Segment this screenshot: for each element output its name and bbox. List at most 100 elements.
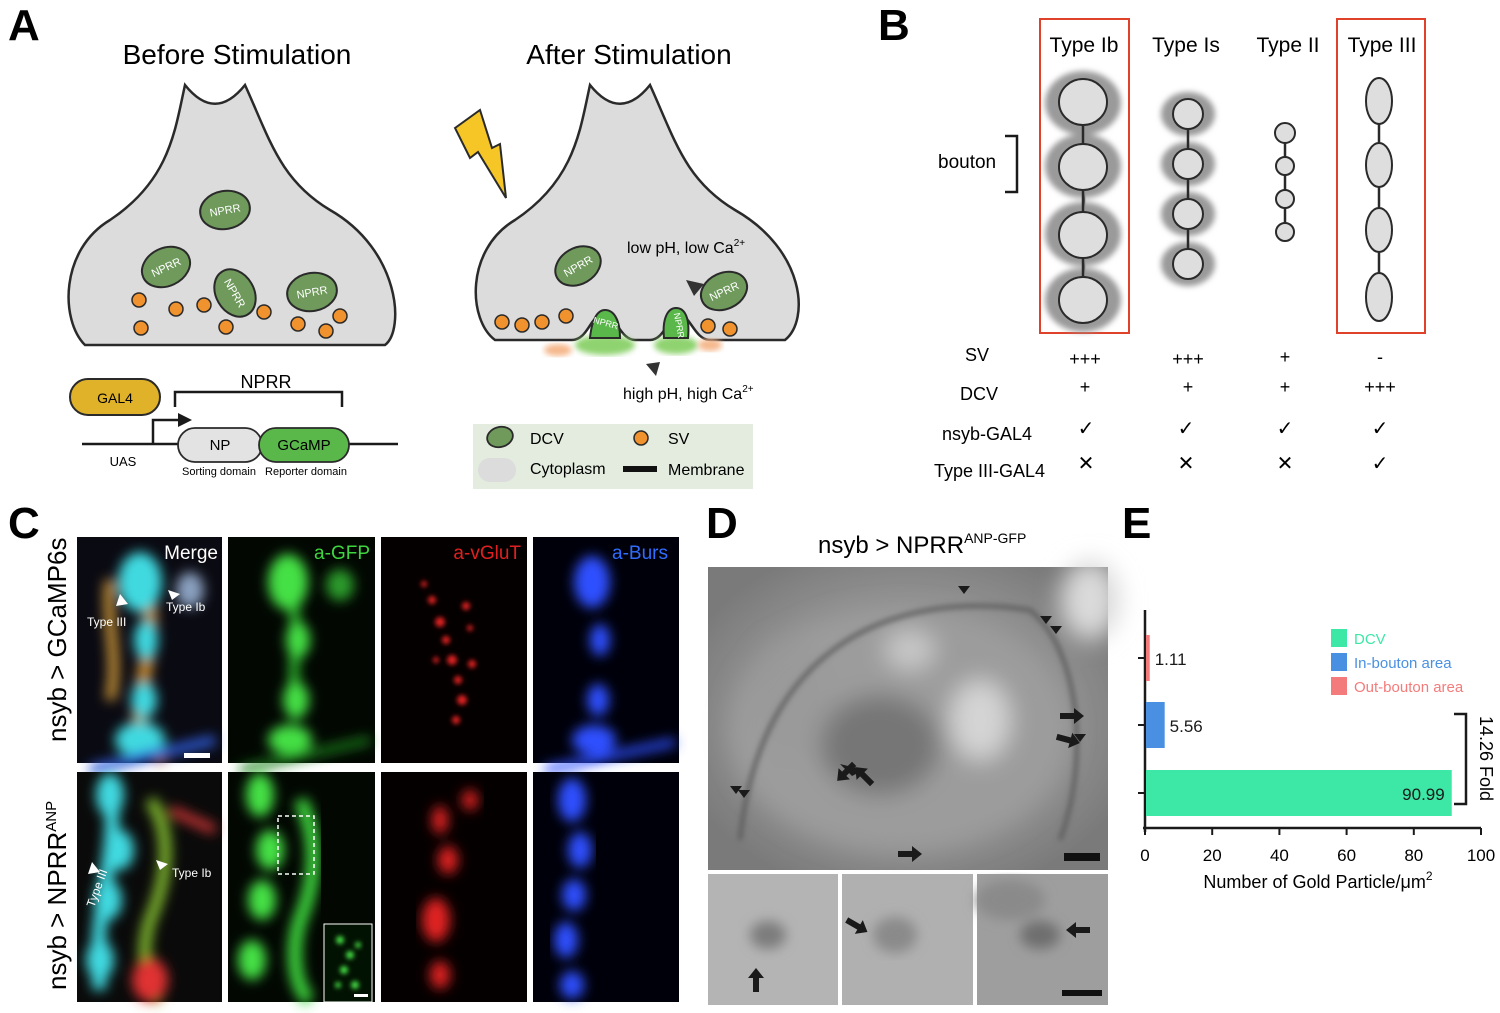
micrograph-gfp-row1: [228, 537, 375, 774]
dcv-cell: +: [1080, 377, 1091, 397]
bar-value-label: 1.11: [1155, 650, 1187, 669]
legend-membrane-label: Membrane: [668, 462, 745, 479]
fused-dcv: [588, 308, 622, 339]
scale-bar: [184, 753, 210, 758]
arrow-icon: [855, 767, 875, 787]
micrograph-burs-row1: [533, 537, 679, 774]
chart-legend: DCV In-bouton area Out-bouton area: [1331, 629, 1464, 696]
type-is-label: Type Is: [1152, 34, 1220, 57]
panel-letter-a: A: [8, 1, 40, 50]
gal4-box: [69, 378, 161, 416]
legend-swatch-out-bouton: [1331, 677, 1347, 695]
x-tick-label: 80: [1404, 846, 1423, 865]
legend-sv-icon: [633, 430, 649, 446]
sv-cell: +++: [1069, 349, 1101, 369]
np-label: NP: [210, 437, 231, 454]
x-tick-label: 0: [1140, 846, 1149, 865]
em-inset-arrow-marks: [748, 917, 1090, 992]
arrow-icon: [1066, 922, 1090, 938]
dcv-cell: +: [1183, 377, 1194, 397]
inset-puncta: [335, 936, 361, 989]
high-ph-label: high pH, high Ca2+: [623, 384, 754, 403]
arrowhead-icon: [730, 786, 742, 794]
micrograph-burs-row2: [533, 772, 679, 1002]
x-tick-label: 100: [1467, 846, 1495, 865]
bar-out-bouton-area: [1146, 635, 1150, 681]
before-stimulation-title: Before Stimulation: [123, 39, 352, 70]
dcv-cell: +++: [1364, 377, 1396, 397]
inset-zoom: [323, 923, 373, 1003]
arrow-icon: [748, 968, 764, 992]
fusion-glow: [654, 336, 698, 354]
type-iii-bouton-chain: [1365, 77, 1393, 322]
dcv-vesicle: NPRR: [699, 270, 749, 312]
legend-swatch-in-bouton: [1331, 653, 1347, 671]
panel-b-type-iii-row: ✕✕✕✓: [1078, 453, 1389, 475]
sorting-domain-label: Sorting domain: [182, 466, 256, 478]
arrowhead-icon: [1040, 616, 1052, 624]
panel-d: D nsyb > NPRRANP-GFP: [706, 499, 1120, 1005]
type-ib-highlight: [1039, 18, 1130, 334]
micrograph-merge-row2: [77, 772, 222, 1005]
type-ib-label: Type Ib: [1050, 34, 1119, 57]
micrograph-merge-row1: [77, 537, 222, 775]
dcv-vesicle: NPRR: [554, 245, 602, 287]
scale-bar: [354, 994, 368, 997]
type-iii-label: Type III: [1348, 34, 1417, 57]
x-tick-label: 20: [1203, 846, 1222, 865]
panel-letter-d: D: [706, 499, 738, 548]
arrowhead-icon: [1050, 626, 1062, 634]
panel-b: B Type Ib Type Is Type II Type III bouto…: [878, 1, 1426, 481]
scale-bar: [1064, 853, 1100, 861]
arrowhead-icon: [738, 790, 750, 798]
type-iii-highlight: [1336, 18, 1426, 334]
em-arrow-marks: [730, 586, 1086, 862]
channel-label-vglut: a-vGluT: [453, 543, 521, 564]
after-sv-group: [494, 308, 738, 337]
fold-bracket: [1454, 712, 1468, 806]
after-stimulation-title: After Stimulation: [526, 39, 731, 70]
dcv-vesicle: NPRR: [140, 245, 192, 289]
type-ii-bouton-chain: [1274, 122, 1296, 242]
arrowhead-icon: [88, 862, 100, 874]
panel-d-title: nsyb > NPRRANP-GFP: [818, 530, 1026, 559]
bouton-label: bouton: [938, 152, 996, 173]
legend-swatch-dcv: [1331, 629, 1347, 647]
arrow-icon: [898, 846, 922, 862]
row-label-nsyb: nsyb-GAL4: [942, 424, 1032, 444]
em-membrane: [738, 603, 1079, 841]
panel-a-legend: [473, 424, 753, 489]
annotation-type-iii: Type III: [87, 615, 126, 629]
reporter-domain-label: Reporter domain: [265, 466, 347, 478]
type-ii-label: Type II: [1256, 34, 1319, 57]
dcv-vesicle: NPRR: [199, 189, 251, 231]
legend-label-in-bouton: In-bouton area: [1354, 655, 1452, 672]
arrow-icon: [1055, 732, 1080, 749]
arrow-icon: [845, 917, 868, 934]
sv-cell: +: [1280, 347, 1291, 367]
cross-icon: ✕: [1178, 453, 1195, 475]
gcamp-label: GCaMP: [277, 437, 330, 454]
micrograph-vglut-row2: [381, 772, 527, 1002]
legend-dcv-label: DCV: [530, 431, 564, 448]
annotation-type-ib: Type Ib: [166, 600, 206, 614]
row-label-nprr-anp: nsyb > NPRRANP: [42, 801, 72, 990]
zoom-region-box: [277, 815, 315, 875]
row-label-sv: SV: [965, 345, 989, 365]
arrow-icon: [1060, 708, 1084, 724]
check-icon: ✓: [1372, 418, 1389, 440]
gal4-label: GAL4: [97, 390, 133, 406]
panel-letter-c: C: [8, 499, 40, 548]
cross-icon: ✕: [1078, 453, 1095, 475]
arrowhead-icon: [958, 586, 970, 594]
panel-b-sv-row: +++ +++ + -: [1069, 347, 1383, 369]
nprr-construct-label: NPRR: [240, 372, 291, 392]
lightning-bolt-icon: [453, 108, 507, 199]
channel-label-merge: Merge: [164, 543, 218, 564]
panel-a: A Before Stimulation After Stimulation N…: [8, 1, 800, 489]
panel-b-dcv-row: + + + +++: [1080, 377, 1396, 397]
arrowhead-icon: [686, 280, 704, 296]
bouton-bracket: [1005, 134, 1019, 194]
panel-b-nsyb-row: ✓✓✓✓: [1078, 418, 1389, 440]
